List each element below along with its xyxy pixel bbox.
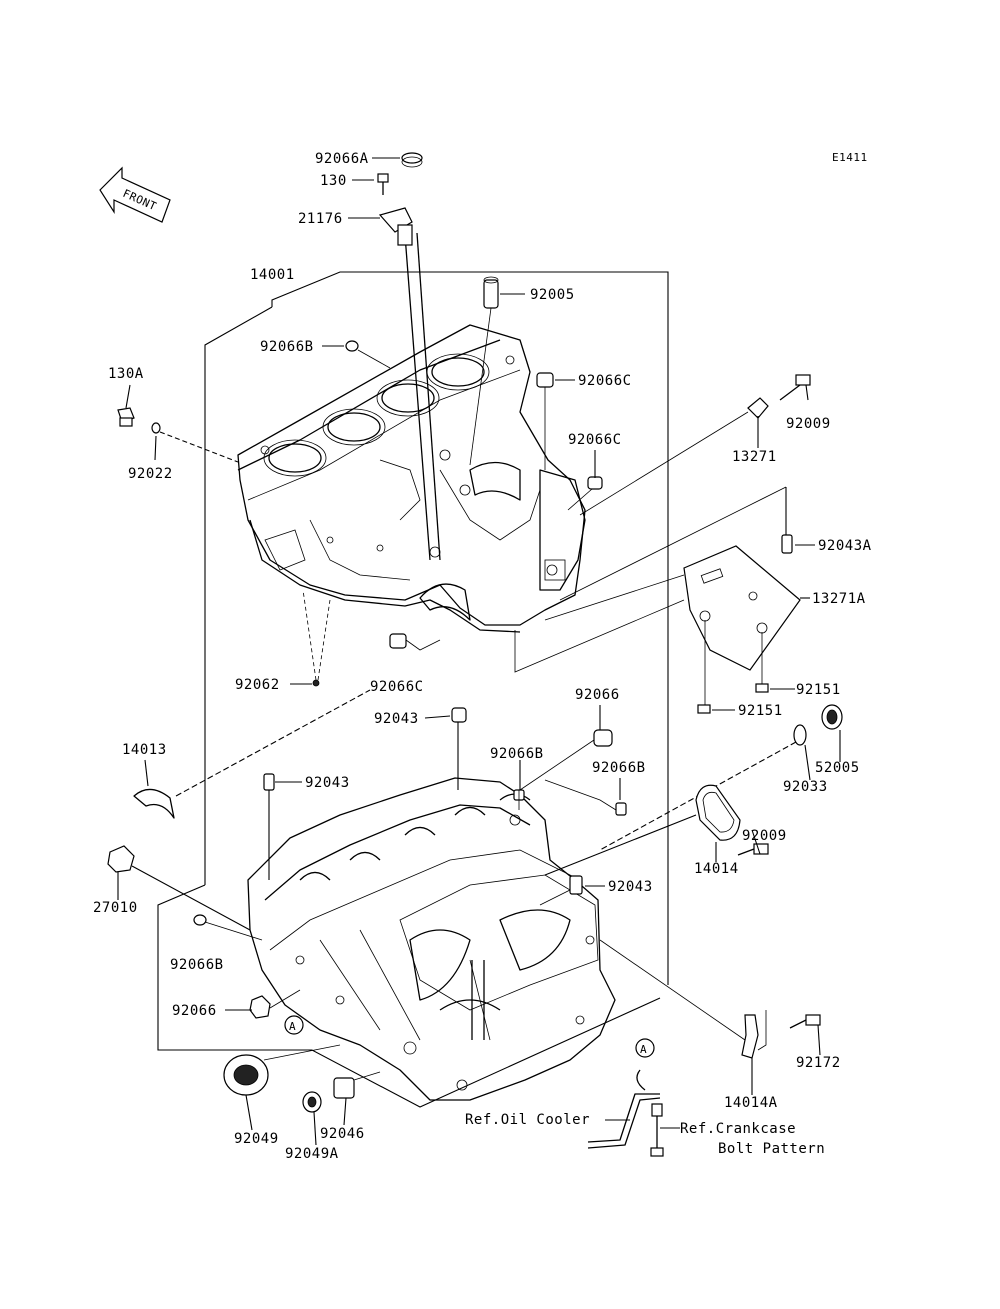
diagram-code: E1411 bbox=[832, 151, 868, 164]
pin-92043-top bbox=[451, 707, 467, 790]
label-92062: 92062 bbox=[235, 677, 280, 693]
leader-lines bbox=[117, 157, 841, 1146]
callout-a-left: A bbox=[284, 1015, 304, 1035]
seal-92049 bbox=[223, 1044, 341, 1096]
plug-92066B-top bbox=[345, 340, 391, 369]
svg-text:A: A bbox=[640, 1043, 647, 1056]
bearing-14013 bbox=[133, 689, 371, 819]
plate-13271A bbox=[683, 545, 801, 705]
label-27010: 27010 bbox=[93, 900, 138, 916]
label-92066B-right: 92066B bbox=[592, 760, 646, 776]
part-labels: 92066A 130 21176 14001 92005 92066B 9206… bbox=[93, 151, 872, 1162]
bolt-92009-top bbox=[779, 374, 811, 401]
label-92066: 92066 bbox=[575, 687, 620, 703]
label-92043A: 92043A bbox=[818, 538, 872, 554]
bolt-92151-a bbox=[755, 683, 769, 693]
label-92066B-mid: 92066B bbox=[490, 746, 544, 762]
label-130: 130 bbox=[320, 173, 347, 189]
label-92151-a: 92151 bbox=[796, 682, 841, 698]
front-arrow-icon: FRONT bbox=[99, 166, 171, 223]
oil-cooler-pipe bbox=[587, 1069, 661, 1149]
label-14014A: 14014A bbox=[724, 1095, 778, 1111]
label-92172: 92172 bbox=[796, 1055, 841, 1071]
label-92043-low: 92043 bbox=[608, 879, 653, 895]
dowel-92005 bbox=[469, 276, 499, 466]
bolt-crankcase-ref bbox=[650, 1103, 664, 1157]
pin-92043A bbox=[559, 486, 793, 601]
lower-crankcase bbox=[247, 777, 616, 1101]
label-92066C-top: 92066C bbox=[578, 373, 632, 389]
label-92066B-left: 92066B bbox=[170, 957, 224, 973]
label-13271: 13271 bbox=[732, 449, 777, 465]
label-92009-top: 92009 bbox=[786, 416, 831, 432]
bolt-92151-b bbox=[697, 704, 711, 714]
label-14013: 14013 bbox=[122, 742, 167, 758]
washer-92022 bbox=[151, 422, 239, 463]
label-92066A: 92066A bbox=[315, 151, 369, 167]
label-ref-crankcase: Ref.Crankcase bbox=[680, 1121, 796, 1137]
plug-92066B-right bbox=[544, 779, 627, 816]
label-92066C-mid: 92066C bbox=[568, 432, 622, 448]
plug-92066B-left bbox=[193, 914, 263, 941]
callout-a-bottom: A bbox=[635, 1038, 655, 1058]
label-92033: 92033 bbox=[783, 779, 828, 795]
label-92151-b: 92151 bbox=[738, 703, 783, 719]
pin-92043-low bbox=[539, 875, 583, 906]
bolt-92172 bbox=[789, 1014, 821, 1029]
label-ref-oil-cooler: Ref.Oil Cooler bbox=[465, 1112, 590, 1128]
label-bolt-pattern: Bolt Pattern bbox=[718, 1141, 825, 1157]
label-92066-left: 92066 bbox=[172, 1003, 217, 1019]
pin-92062 bbox=[302, 589, 331, 687]
cover-14014 bbox=[544, 784, 741, 876]
label-14014: 14014 bbox=[694, 861, 739, 877]
plate-13271 bbox=[579, 397, 769, 516]
label-92049A: 92049A bbox=[285, 1146, 339, 1162]
label-92043-top: 92043 bbox=[374, 711, 419, 727]
pin-92043-mid bbox=[263, 773, 275, 880]
svg-text:A: A bbox=[289, 1020, 296, 1033]
label-130A: 130A bbox=[108, 366, 144, 382]
plug-92066-left bbox=[249, 989, 301, 1019]
plug-92066 bbox=[519, 729, 613, 791]
label-52005: 52005 bbox=[815, 760, 860, 776]
label-92066C-low: 92066C bbox=[370, 679, 424, 695]
switch-27010 bbox=[107, 845, 251, 931]
label-92022: 92022 bbox=[128, 466, 173, 482]
bolt-130 bbox=[377, 173, 389, 195]
plug-92066B-mid bbox=[513, 789, 525, 810]
bearing-92046 bbox=[333, 1071, 381, 1099]
plug-92066C-low bbox=[389, 633, 441, 651]
seal-52005 bbox=[821, 704, 843, 730]
group-bracket-lines bbox=[157, 271, 669, 1108]
label-92009-low: 92009 bbox=[742, 828, 787, 844]
bracket-14014A bbox=[599, 939, 767, 1059]
label-92043-mid: 92043 bbox=[305, 775, 350, 791]
cap-92066A bbox=[401, 152, 423, 168]
label-92046: 92046 bbox=[320, 1126, 365, 1142]
plug-92066C-mid bbox=[567, 476, 603, 511]
seal-92049A bbox=[302, 1091, 322, 1113]
label-13271A: 13271A bbox=[812, 591, 866, 607]
bolt-92009-low bbox=[737, 843, 769, 856]
label-92049: 92049 bbox=[234, 1131, 279, 1147]
label-21176: 21176 bbox=[298, 211, 343, 227]
upper-crankcase bbox=[237, 324, 586, 633]
oil-pipe bbox=[378, 207, 441, 561]
bolt-130A bbox=[117, 407, 135, 427]
label-92066B-top: 92066B bbox=[260, 339, 314, 355]
label-14001: 14001 bbox=[250, 267, 295, 283]
label-92005: 92005 bbox=[530, 287, 575, 303]
plug-92066C-top bbox=[536, 372, 554, 470]
